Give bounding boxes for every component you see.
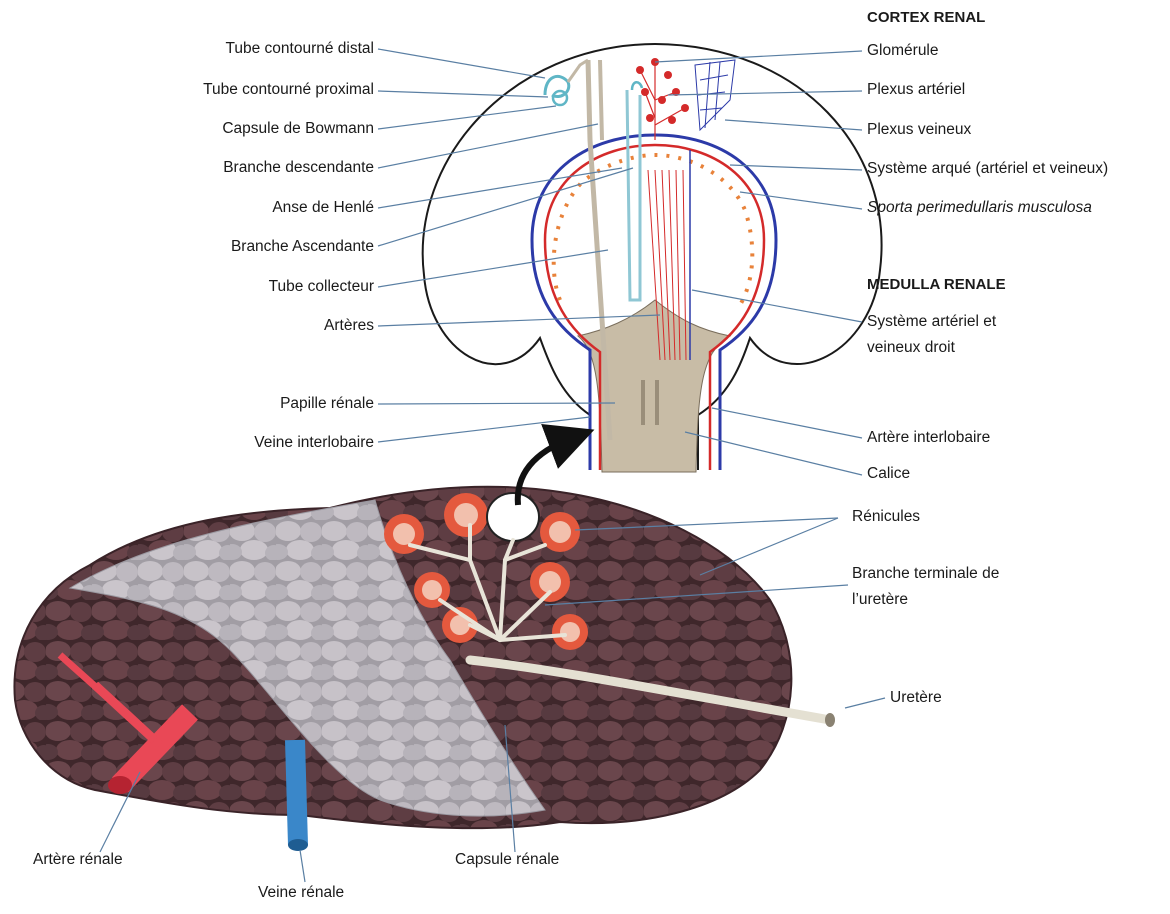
label-systeme-arque: Système arqué (artériel et veineux) xyxy=(867,160,1108,178)
label-plexus-veineux: Plexus veineux xyxy=(867,121,971,139)
label-systeme-arteriel-droit-1: Système artériel et xyxy=(867,313,996,331)
label-veine-renale: Veine rénale xyxy=(258,884,344,902)
label-capsule-renale: Capsule rénale xyxy=(455,851,559,869)
renicule xyxy=(552,614,588,650)
kidney-lobulated xyxy=(14,487,835,851)
label-artere-interlobaire: Artère interlobaire xyxy=(867,429,990,447)
label-plexus-arteriel: Plexus artériel xyxy=(867,81,965,99)
label-calice: Calice xyxy=(867,465,910,483)
label-glomerule: Glomérule xyxy=(867,42,939,60)
label-tube-collecteur: Tube collecteur xyxy=(269,278,374,296)
renicule xyxy=(444,493,488,537)
label-renicules: Rénicules xyxy=(852,508,920,526)
descending-limb xyxy=(600,60,602,140)
label-tube-contourne-proximal: Tube contourné proximal xyxy=(203,81,374,99)
ureter-end xyxy=(825,713,835,727)
heading-cortex-renal: CORTEX RENAL xyxy=(867,9,985,27)
renicule-highlighted xyxy=(487,493,539,541)
label-papille-renale: Papille rénale xyxy=(280,395,374,413)
lobe-schematic xyxy=(423,44,882,472)
label-tube-contourne-distal: Tube contourné distal xyxy=(226,40,375,58)
heading-medulla-renale: MEDULLA RENALE xyxy=(867,276,1006,294)
label-arteres: Artères xyxy=(324,317,374,335)
renal-vein xyxy=(288,740,308,851)
label-capsule-de-bowmann: Capsule de Bowmann xyxy=(222,120,374,138)
label-branche-terminale-1: Branche terminale de xyxy=(852,565,999,583)
label-anse-de-henle: Anse de Henlé xyxy=(272,199,374,217)
label-artere-renale: Artère rénale xyxy=(33,851,123,869)
label-sporta-perimedullaris: Sporta perimedullaris musculosa xyxy=(867,199,1092,217)
renicule xyxy=(530,562,570,602)
label-branche-ascendante: Branche Ascendante xyxy=(231,238,374,256)
label-branche-descendante: Branche descendante xyxy=(223,159,374,177)
label-systeme-arteriel-droit-2: veineux droit xyxy=(867,339,955,357)
label-branche-terminale-2: l’uretère xyxy=(852,591,908,609)
label-uretere: Uretère xyxy=(890,689,942,707)
label-veine-interlobaire: Veine interlobaire xyxy=(254,434,374,452)
